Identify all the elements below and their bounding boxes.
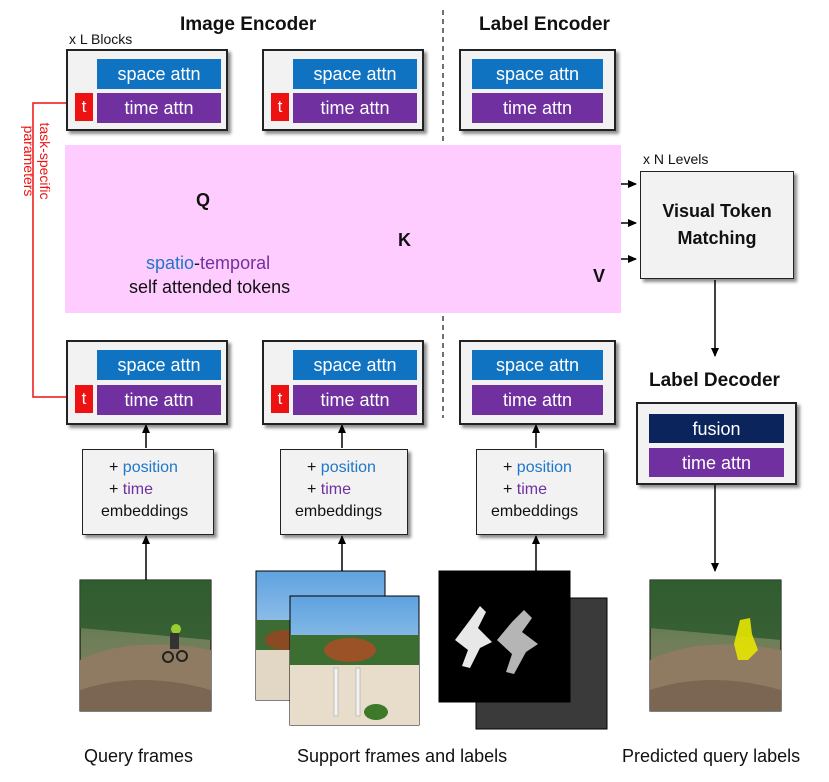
plus-sign: + [307,481,317,498]
image-encoder-title: Image Encoder [180,14,317,35]
space-attn-bar: space attn [293,350,417,380]
embeddings-box-1: + position + time embeddings [82,449,214,535]
time-attn-bar: time attn [472,385,603,415]
label-encoder-block-top: space attn time attn [459,49,616,131]
time-attn-bar: time attn [97,385,221,415]
query-frames-caption: Query frames [84,746,194,766]
parameters-text: parameters [21,125,37,197]
image-encoder-block-bottom-2: space attn t time attn [262,340,424,425]
decoder-time-attn-bar: time attn [649,448,784,477]
q-label: Q [196,190,211,210]
k-label: K [398,230,411,250]
position-line: + position [307,457,376,479]
t-badge: t [75,93,93,121]
time-text: time [516,481,548,498]
position-line: + position [503,457,572,479]
support-frames-caption: Support frames and labels [297,746,508,766]
temporal-text: temporal [200,253,271,273]
visual-token-matching-box: Visual Token Matching [640,171,794,279]
self-attended-label: self attended tokens [129,277,291,297]
plus-sign: + [503,481,513,498]
label-encoder-block-bottom: space attn time attn [459,340,616,425]
time-attn-bar: time attn [472,93,603,123]
space-attn-bar: space attn [97,59,221,89]
support-frame-front-image [289,595,420,726]
plus-sign: + [503,459,513,476]
image-encoder-block-bottom-1: space attn t time attn [66,340,228,425]
time-attn-bar: time attn [97,93,221,123]
space-attn-bar: space attn [472,59,603,89]
vtm-line-2: Matching [677,228,757,248]
plus-sign: + [307,459,317,476]
task-specific-text: task-specific [37,122,53,200]
time-line: + time [109,479,153,501]
embeddings-box-2: + position + time embeddings [280,449,408,535]
task-specific-label: task-specific parameters [17,96,53,226]
space-attn-bar: space attn [293,59,417,89]
time-text: time [122,481,154,498]
plus-sign: + [109,481,119,498]
spatio-temporal-label: spatio-temporal [146,253,270,274]
embeddings-text: embeddings [101,503,189,520]
embeddings-text: embeddings [295,503,383,520]
predicted-label-image [649,579,782,712]
vtm-line-1: Visual Token [662,201,772,221]
time-line: + time [307,479,351,501]
label-encoder-title: Label Encoder [479,14,610,35]
t-badge: t [271,385,289,413]
v-label: V [593,266,606,286]
query-frame-image [79,579,212,712]
position-text: position [516,459,572,476]
time-attn-bar: time attn [293,93,417,123]
dash-text: - [194,253,201,273]
embeddings-text: embeddings [491,503,579,520]
token-band [65,145,621,313]
label-decoder-block: fusion time attn [636,402,797,485]
time-attn-bar: time attn [293,385,417,415]
space-attn-bar: space attn [472,350,603,380]
l-blocks-note: x L Blocks [69,31,133,47]
spatio-text: spatio [146,253,195,273]
image-encoder-block-top-2: space attn t time attn [262,49,424,131]
n-levels-note: x N Levels [643,151,709,167]
time-text: time [320,481,352,498]
time-line: + time [503,479,547,501]
position-text: position [122,459,178,476]
embeddings-box-3: + position + time embeddings [476,449,604,535]
image-encoder-block-top-1: space attn t time attn [66,49,228,131]
task-specific-bracket [32,102,74,398]
space-attn-bar: space attn [97,350,221,380]
t-badge: t [271,93,289,121]
position-text: position [320,459,376,476]
predicted-labels-caption: Predicted query labels [622,746,801,766]
fusion-bar: fusion [649,414,784,443]
label-decoder-title: Label Decoder [649,370,780,391]
plus-sign: + [109,459,119,476]
support-label-front-image [438,570,571,703]
position-line: + position [109,457,178,479]
t-badge: t [75,385,93,413]
